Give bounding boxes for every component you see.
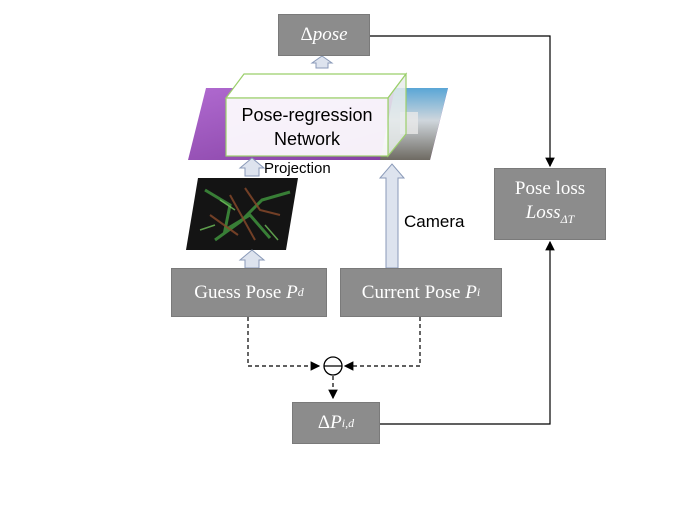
network-3d-box	[224, 72, 408, 158]
dashed-current-to-operator	[343, 317, 421, 371]
pose-loss-line1: Pose loss	[514, 178, 586, 200]
line-delta-p-to-loss	[380, 240, 555, 425]
arrow-projection-up	[238, 157, 266, 177]
arrow-delta-pose-up	[310, 55, 334, 69]
line-delta-pose-to-loss	[370, 35, 555, 168]
dashed-guess-to-operator	[247, 317, 321, 371]
network-line2: Network	[273, 129, 340, 149]
network-line1: Pose-regression	[241, 105, 373, 125]
camera-label: Camera	[404, 212, 465, 231]
pose-loss-box: Pose loss LossΔT	[494, 168, 606, 240]
projection-label: Projection	[264, 160, 331, 177]
arrow-guess-up	[238, 249, 266, 269]
arrow-camera-up	[378, 163, 406, 269]
depth-map-image	[186, 178, 298, 250]
network-label: Pose-regression Network	[226, 98, 388, 156]
